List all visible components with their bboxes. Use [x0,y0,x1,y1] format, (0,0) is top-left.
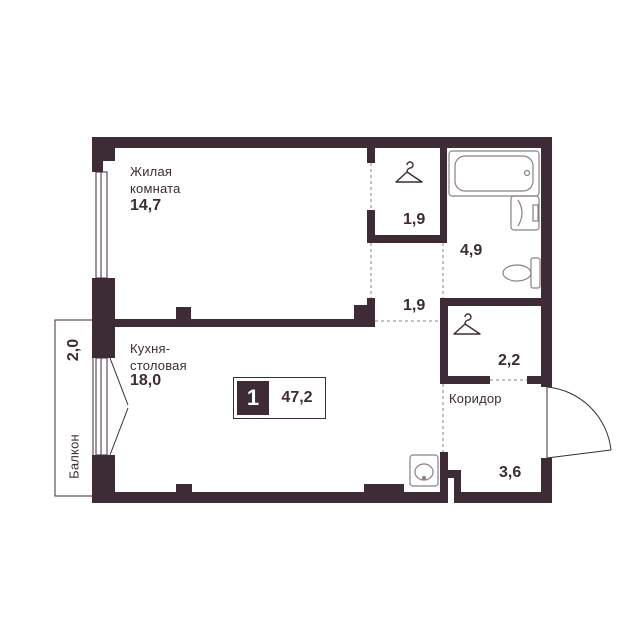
wall-bottom-right [460,492,552,503]
living-room-area: 14,7 [130,197,162,214]
total-area: 47,2 [281,389,313,406]
wall-top [92,137,552,148]
bathroom-fixtures [448,150,541,289]
balcony-area: 2,0 [65,338,82,362]
hall-sink-icon [409,454,439,487]
wall-bath-left [440,148,447,243]
pillar-kitchen-right [364,484,404,494]
walls [92,137,552,503]
wall-wardrobe-left-top [367,148,375,163]
corridor-name: Коридор [449,391,502,406]
wall-hall-stub2 [454,470,461,503]
wall-hall-left [440,452,448,503]
bathtub-icon [448,150,540,197]
wall-right-upper [541,137,552,387]
wall-passage-right [367,298,375,327]
wall-wardrobe2-bottom-left [440,376,490,384]
balcony-outline [54,319,94,497]
wall-bottom [92,492,447,503]
wall-wardrobe2-bottom-right [527,376,552,384]
balcony-door [109,357,129,456]
hall-area: 3,6 [499,464,522,481]
kitchen-area: 18,0 [130,372,162,389]
balcony-name: Балкон [66,434,82,479]
hanger-icon [453,313,481,335]
wall-wardrobe2-left [440,298,448,383]
wall-bath-bottom [440,298,552,306]
entrance-door [546,386,612,459]
wardrobe-top-area: 1,9 [403,211,426,228]
bathroom-area: 4,9 [460,242,483,259]
toilet-icon [502,257,541,289]
living-room-name: Жилая комната [130,164,181,196]
summary-badge: 1 47,2 [233,377,326,419]
room-count: 1 [237,381,269,415]
hanger-icon [395,161,423,183]
wardrobe-right-area: 2,2 [498,352,521,369]
wall-right-lower [541,458,552,503]
wall-left-top-thick [92,137,115,161]
windows [95,171,108,456]
dashed-lines [370,163,527,452]
wall-left-lower [92,455,115,503]
passage-area: 1,9 [403,297,426,314]
wall-wardrobe-left-mid [367,210,375,242]
pillar-living [176,307,191,321]
pillar-kitchen-bottom [176,484,192,494]
kitchen-name: Кухня- столовая [130,341,187,373]
wall-left-mid [92,278,115,358]
wall-wardrobe-bottom [367,235,442,243]
wall-living-kitchen [103,319,375,327]
sink-icon [510,195,540,231]
